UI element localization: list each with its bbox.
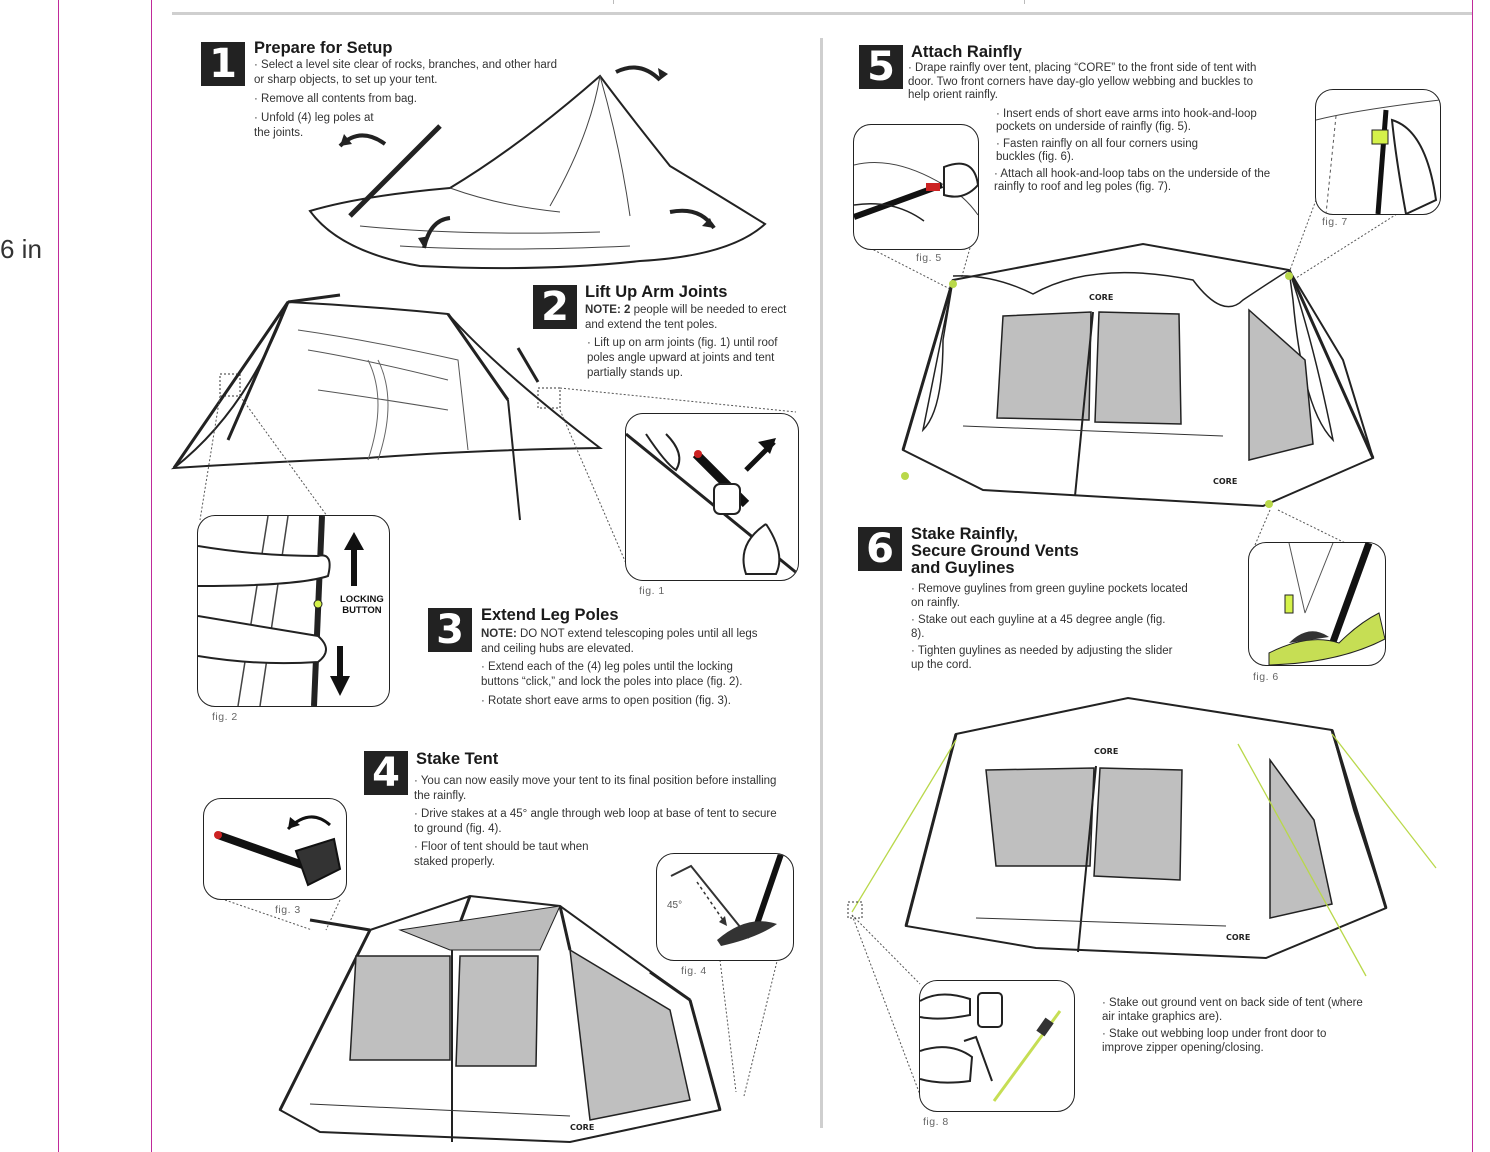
eave-arm-pocket-icon: [854, 162, 978, 222]
step-number: 4: [364, 750, 408, 796]
bullet: · Drive stakes at a 45° angle through we…: [414, 808, 777, 835]
fig-caption: fig. 8: [923, 1116, 949, 1128]
guylined-tent-illustration: CORE CORE: [847, 696, 1437, 977]
bullet: · Drape rainfly over tent, placing “CORE…: [908, 62, 1257, 101]
step-number: 5: [859, 44, 903, 90]
bullet: · You can now easily move your tent to i…: [414, 775, 777, 802]
bullet: · Select a level site clear of rocks, br…: [254, 59, 557, 86]
trim-guide-left: [58, 0, 59, 1152]
fig2-detail-inset: [197, 515, 390, 707]
rainfly-tent-illustration: CORE CORE: [901, 242, 1375, 508]
step-instructions: · Drape rainfly over tent, placing “CORE…: [908, 62, 1280, 195]
guyline-stake-icon: [920, 992, 1062, 1102]
bullet: · Fasten rainfly on all four corners usi…: [996, 137, 1198, 164]
note-label: NOTE:: [481, 628, 517, 640]
bullet: · Stake out ground vent on back side of …: [1102, 997, 1363, 1023]
title-line: Secure Ground Vents: [911, 542, 1079, 560]
extra-instructions: · Stake out ground vent on back side of …: [1102, 997, 1372, 1055]
step-instructions: · Lift up on arm joints (fig. 1) until r…: [587, 336, 787, 381]
brand-logo: CORE: [570, 1123, 594, 1132]
bullet: · Lift up on arm joints (fig. 1) until r…: [587, 337, 778, 379]
step-number: 6: [858, 526, 902, 572]
locking-button-label: LOCKING BUTTON: [340, 594, 384, 616]
brand-logo: CORE: [1089, 293, 1113, 302]
top-rule: [172, 12, 1472, 15]
fig-caption: fig. 3: [275, 904, 301, 916]
step-number: 3: [428, 607, 472, 653]
bullet: · Remove all contents from bag.: [254, 93, 417, 105]
title-line: Stake Rainfly,: [911, 525, 1018, 543]
brand-logo: CORE: [1226, 933, 1250, 942]
corner-buckle-icon: [1268, 543, 1385, 665]
column-divider: [820, 38, 823, 1128]
partially-raised-tent-illustration: [170, 293, 603, 521]
note-text: DO NOT extend telescoping poles until al…: [481, 628, 758, 655]
step-title: Extend Leg Poles: [481, 606, 619, 624]
top-tick: [1024, 0, 1025, 4]
fig8-detail-inset: [919, 980, 1075, 1112]
hand-lifting-arm-joint-icon: [626, 432, 798, 576]
fig-caption: fig. 1: [639, 585, 665, 597]
bullet: · Tighten guylines as needed by adjustin…: [911, 645, 1173, 671]
bullet: · Stake out webbing loop under front doo…: [1102, 1028, 1327, 1054]
step-title: Stake Tent: [416, 750, 499, 768]
brand-logo: CORE: [1213, 477, 1237, 486]
locking-label-line: BUTTON: [342, 605, 382, 616]
brand-logo: CORE: [1094, 747, 1118, 756]
fig-caption: fig. 4: [681, 965, 707, 977]
locking-label-line: LOCKING: [340, 594, 384, 605]
step-instructions: · Remove guylines from green guyline poc…: [911, 583, 1193, 672]
fig-caption: fig. 6: [1253, 671, 1279, 683]
trim-guide-inner: [151, 0, 152, 1152]
bullet: · Floor of tent should be taut when stak…: [414, 841, 589, 868]
step-instructions: · Select a level site clear of rocks, br…: [254, 58, 566, 141]
fig4-detail-inset: 45°: [656, 853, 794, 961]
fig5-detail-inset: [853, 124, 979, 250]
step-number: 2: [533, 284, 577, 330]
note-label: NOTE: 2: [585, 304, 631, 316]
fig7-detail-inset: [1315, 89, 1441, 215]
staked-tent-illustration: CORE: [278, 894, 722, 1144]
bullet: · Attach all hook-and-loop tabs on the u…: [994, 167, 1271, 194]
fig-caption: fig. 5: [916, 252, 942, 264]
note-text: people will be needed to erect and exten…: [585, 304, 787, 331]
hook-loop-tab-icon: [1316, 99, 1440, 214]
bullet: · Unfold (4) leg poles at the joints.: [254, 112, 374, 139]
fig6-detail-inset: [1248, 542, 1386, 666]
bullet: · Insert ends of short eave arms into ho…: [996, 107, 1257, 134]
bullet: · Stake out each guyline at a 45 degree …: [911, 614, 1166, 640]
step-note: NOTE: DO NOT extend telescoping poles un…: [481, 627, 777, 657]
step-note: NOTE: 2 people will be needed to erect a…: [585, 303, 795, 333]
step-instructions: · Extend each of the (4) leg poles until…: [481, 660, 777, 709]
folded-tent-illustration: [308, 65, 767, 270]
eave-arm-rotate-icon: [214, 815, 342, 887]
fig3-detail-inset: [203, 798, 347, 900]
margin-measurement: 6 in: [0, 234, 42, 264]
bullet: · Remove guylines from green guyline poc…: [911, 583, 1188, 609]
step-title: Prepare for Setup: [254, 39, 393, 57]
title-line: and Guylines: [911, 559, 1015, 577]
fig-caption: fig. 2: [212, 711, 238, 723]
fig1-detail-inset: [625, 413, 799, 581]
trim-guide-right: [1472, 0, 1473, 1152]
locking-button-pole-icon: [198, 516, 364, 706]
step-title: Stake Rainfly, Secure Ground Vents and G…: [911, 526, 1079, 577]
top-tick: [613, 0, 614, 4]
stake-angle-icon: 45°: [667, 854, 784, 946]
step-title: Attach Rainfly: [911, 43, 1022, 61]
step-number: 1: [201, 41, 245, 87]
step-title: Lift Up Arm Joints: [585, 283, 728, 301]
step-instructions: · You can now easily move your tent to i…: [414, 774, 780, 870]
angle-label: 45°: [667, 900, 682, 911]
fig-caption: fig. 7: [1322, 216, 1348, 228]
bullet: · Rotate short eave arms to open positio…: [481, 695, 731, 707]
bullet: · Extend each of the (4) leg poles until…: [481, 661, 743, 688]
